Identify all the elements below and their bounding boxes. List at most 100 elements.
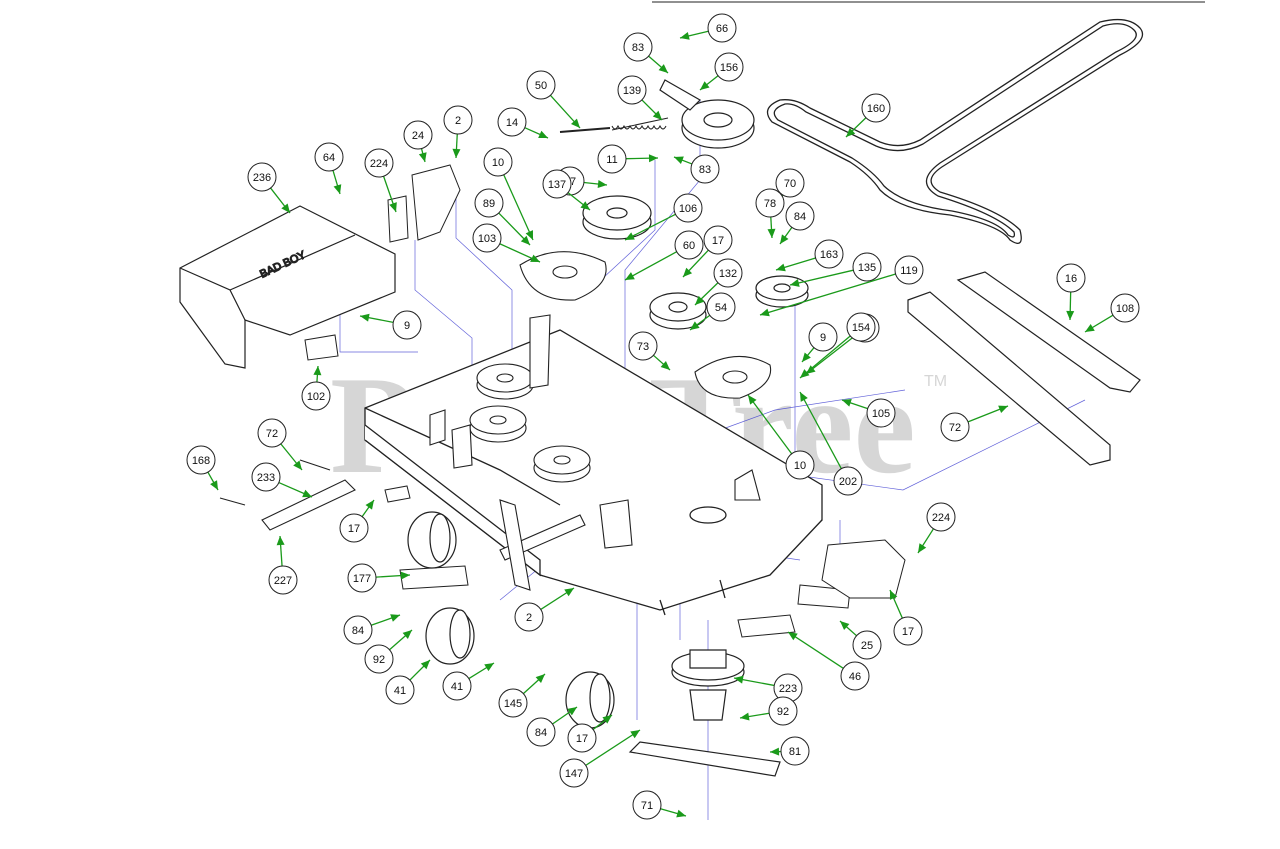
callout-54: 54 <box>689 292 736 331</box>
callout-label: 50 <box>535 80 547 92</box>
callout-arrowhead <box>400 571 410 580</box>
callout-label: 83 <box>699 164 711 176</box>
callout-label: 64 <box>323 152 335 164</box>
callout-arrowhead <box>1066 310 1075 320</box>
callout-circle <box>392 310 422 340</box>
callout-arrowhead <box>365 500 374 510</box>
callout-label: 17 <box>902 626 914 638</box>
callout-label: 147 <box>565 768 583 780</box>
callout-156: 156 <box>699 52 744 91</box>
callout-label: 17 <box>576 733 588 745</box>
callout-circle <box>251 462 281 492</box>
callout-circle <box>385 675 415 705</box>
callout-circle <box>785 201 815 231</box>
callout-84: 84 <box>343 614 401 645</box>
callout-label: 108 <box>1116 303 1134 315</box>
callout-17: 17 <box>889 589 923 646</box>
callout-arrowhead <box>683 267 693 277</box>
callout-label: 9 <box>404 320 410 332</box>
callout-arrowhead <box>402 630 412 639</box>
callout-label: 81 <box>789 746 801 758</box>
callout-circle <box>713 258 743 288</box>
callout-arrowhead <box>625 272 635 280</box>
callout-arrowhead <box>389 202 397 212</box>
callout-24: 24 <box>403 120 433 163</box>
callout-103: 103 <box>472 223 541 263</box>
callout-arrowhead <box>660 361 670 370</box>
callout-arrowhead <box>800 392 808 402</box>
callout-label: 132 <box>719 268 737 280</box>
callout-label: 154 <box>852 322 870 334</box>
callout-circle <box>483 147 513 177</box>
callout-84: 84 <box>526 706 578 747</box>
callout-label: 24 <box>412 130 424 142</box>
callout-71: 71 <box>632 790 687 820</box>
callout-circle <box>247 162 277 192</box>
callout-circle <box>785 450 815 480</box>
callout-leader <box>799 391 842 469</box>
callout-circle <box>808 322 838 352</box>
callout-label: 168 <box>192 455 210 467</box>
callout-16: 16 <box>1056 263 1086 321</box>
callout-2: 2 <box>514 587 575 632</box>
callout-label: 41 <box>394 685 406 697</box>
callout-102: 102 <box>301 365 331 411</box>
callout-arrowhead <box>313 366 322 376</box>
callout-label: 71 <box>641 800 653 812</box>
callout-label: 135 <box>858 262 876 274</box>
callout-66: 66 <box>679 13 737 43</box>
callout-label: 25 <box>861 640 873 652</box>
callout-arrowhead <box>530 254 540 262</box>
callout-arrowhead <box>998 405 1008 414</box>
callout-circle <box>472 223 502 253</box>
callout-circle <box>498 688 528 718</box>
callout-10: 10 <box>483 147 534 241</box>
callout-circle <box>840 661 870 691</box>
callout-223: 223 <box>733 673 803 703</box>
callout-label: 16 <box>1065 273 1077 285</box>
callout-circle <box>894 255 924 285</box>
callout-circle <box>364 148 394 178</box>
callout-label: 66 <box>716 23 728 35</box>
callout-circle <box>690 154 720 184</box>
callout-arrowhead <box>802 352 811 362</box>
callout-135: 135 <box>789 252 882 287</box>
callout-label: 10 <box>794 460 806 472</box>
callout-circle <box>628 331 658 361</box>
callout-circle <box>442 671 472 701</box>
callout-label: 17 <box>712 235 724 247</box>
callout-circle <box>703 225 733 255</box>
callout-leader <box>805 336 855 375</box>
callout-label: 2 <box>455 115 461 127</box>
callout-circle <box>940 412 970 442</box>
callout-arrowhead <box>302 489 312 498</box>
callout-arrowhead <box>680 32 690 40</box>
callout-arrowhead <box>602 715 612 724</box>
callout-arrowhead <box>452 148 461 158</box>
pulley-156 <box>659 79 755 149</box>
callout-arrowhead <box>674 156 684 164</box>
callout-2: 2 <box>443 105 473 159</box>
callout-arrowhead <box>690 321 700 330</box>
callout-arrowhead <box>210 480 218 490</box>
callout-label: 202 <box>839 476 857 488</box>
callout-168: 168 <box>186 445 219 491</box>
callout-label: 177 <box>353 573 371 585</box>
callout-circle <box>617 75 647 105</box>
callout-50: 50 <box>526 70 581 129</box>
callout-circle <box>846 312 876 342</box>
callout-92: 92 <box>364 629 413 674</box>
callout-17: 17 <box>567 714 613 753</box>
callout-202: 202 <box>799 391 863 496</box>
callout-label: 10 <box>492 157 504 169</box>
callout-label: 224 <box>932 512 950 524</box>
callout-arrowhead <box>276 536 285 546</box>
callout-label: 163 <box>820 249 838 261</box>
callout-147: 147 <box>559 729 641 788</box>
callout-circle <box>706 292 736 322</box>
callout-circle <box>567 723 597 753</box>
callout-105: 105 <box>841 398 896 428</box>
callout-arrowhead <box>360 313 370 322</box>
callout-label: 2 <box>526 612 532 624</box>
